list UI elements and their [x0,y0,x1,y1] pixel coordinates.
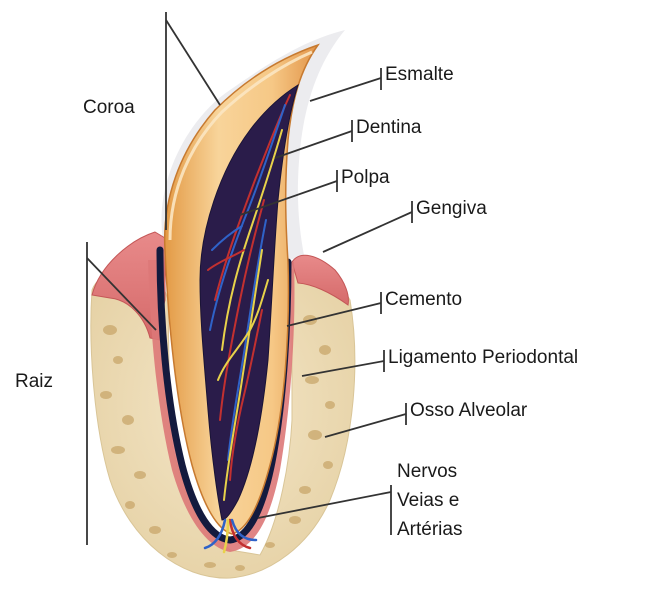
label-esmalte: Esmalte [385,64,454,86]
label-cemento: Cemento [385,289,462,311]
label-dentina: Dentina [356,117,422,139]
label-gengiva: Gengiva [416,198,487,220]
label-polpa: Polpa [341,167,390,189]
label-coroa: Coroa [83,97,135,119]
label-raiz: Raiz [15,371,53,393]
label-arterias: Artérias [397,519,462,541]
label-veias: Veias e [397,490,459,512]
label-ligamento-periodontal: Ligamento Periodontal [388,347,578,369]
label-osso-alveolar: Osso Alveolar [410,400,527,422]
label-nervos: Nervos [397,461,457,483]
